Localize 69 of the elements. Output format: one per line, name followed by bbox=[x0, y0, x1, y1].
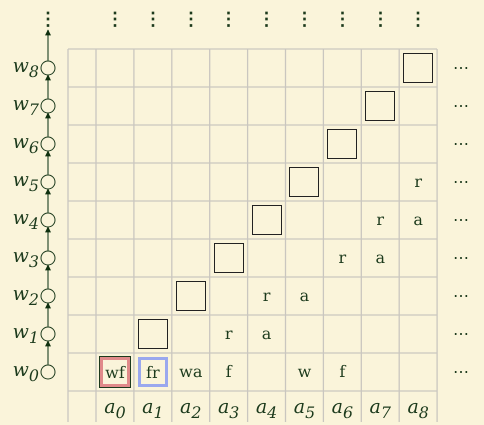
empty-square bbox=[365, 91, 396, 121]
cell-label: a bbox=[413, 211, 423, 229]
column-label: a$_{6}$ bbox=[332, 398, 354, 422]
vertical-ellipsis: ⋮ bbox=[39, 11, 57, 29]
vertical-ellipsis: ⋮ bbox=[371, 11, 390, 29]
highlighted-cell: fr bbox=[138, 357, 168, 387]
cell-label: r bbox=[262, 287, 270, 305]
cell-label: w bbox=[298, 363, 312, 381]
node-label: w$_{1}$ bbox=[12, 321, 39, 349]
node-label: w$_{8}$ bbox=[12, 55, 39, 83]
vertical-ellipsis: ⋮ bbox=[220, 11, 238, 29]
vertical-ellipsis: ⋮ bbox=[144, 11, 162, 29]
cell-label: r bbox=[338, 249, 346, 267]
cell-label: a bbox=[300, 287, 310, 305]
cell-label: f bbox=[226, 363, 232, 381]
cell-label: r bbox=[376, 211, 384, 229]
arrow bbox=[45, 264, 51, 289]
node-label: w$_{7}$ bbox=[12, 93, 39, 121]
cell-label: r bbox=[224, 325, 232, 343]
horizontal-ellipsis: ⋯ bbox=[453, 287, 469, 305]
empty-square bbox=[138, 319, 168, 349]
arrow bbox=[45, 29, 51, 61]
horizontal-ellipsis: ⋯ bbox=[453, 135, 469, 153]
empty-square bbox=[214, 243, 244, 273]
vertical-ellipsis: ⋮ bbox=[258, 11, 276, 29]
vertical-ellipsis: ⋮ bbox=[106, 11, 124, 29]
arrow bbox=[45, 340, 51, 365]
horizontal-ellipsis: ⋯ bbox=[453, 325, 469, 343]
empty-square bbox=[327, 129, 358, 159]
horizontal-ellipsis: ⋯ bbox=[453, 97, 469, 115]
node-label: w$_{2}$ bbox=[12, 283, 39, 311]
empty-square bbox=[252, 205, 282, 235]
column-label: a$_{2}$ bbox=[180, 398, 202, 422]
arrow bbox=[45, 188, 51, 213]
column-label: a$_{5}$ bbox=[294, 398, 316, 422]
horizontal-ellipsis: ⋯ bbox=[453, 173, 469, 191]
column-label: a$_{8}$ bbox=[407, 398, 429, 422]
node-label: w$_{4}$ bbox=[12, 207, 39, 235]
cell-label: wa bbox=[179, 363, 202, 381]
node-label: w$_{3}$ bbox=[12, 245, 39, 273]
arrow bbox=[45, 150, 51, 175]
horizontal-ellipsis: ⋯ bbox=[453, 59, 469, 77]
arrow bbox=[45, 226, 51, 251]
vertical-ellipsis: ⋮ bbox=[333, 11, 352, 29]
column-label: a$_{4}$ bbox=[256, 398, 278, 422]
column-label: a$_{0}$ bbox=[104, 398, 126, 422]
column-label: a$_{7}$ bbox=[370, 398, 391, 422]
column-label: a$_{1}$ bbox=[142, 398, 164, 422]
horizontal-ellipsis: ⋯ bbox=[453, 211, 469, 229]
node-label: w$_{6}$ bbox=[12, 131, 39, 159]
cell-label: a bbox=[375, 249, 386, 267]
empty-square bbox=[176, 281, 206, 311]
node-label: w$_{0}$ bbox=[12, 359, 39, 387]
arrow bbox=[45, 302, 51, 327]
cell-label: r bbox=[414, 173, 422, 191]
vertical-ellipsis: ⋮ bbox=[295, 11, 314, 29]
empty-square bbox=[289, 167, 320, 197]
column-label: a$_{3}$ bbox=[218, 398, 240, 422]
empty-square bbox=[403, 53, 434, 83]
arrow bbox=[45, 74, 51, 99]
arrow bbox=[45, 112, 51, 137]
cell-label: a bbox=[262, 325, 272, 343]
cell-label: f bbox=[339, 363, 346, 381]
horizontal-ellipsis: ⋯ bbox=[453, 363, 469, 381]
horizontal-ellipsis: ⋯ bbox=[453, 249, 469, 267]
node-label: w$_{5}$ bbox=[12, 169, 39, 197]
vertical-ellipsis: ⋮ bbox=[409, 11, 428, 29]
highlighted-cell: wf bbox=[100, 357, 130, 387]
vertical-ellipsis: ⋮ bbox=[182, 11, 200, 29]
